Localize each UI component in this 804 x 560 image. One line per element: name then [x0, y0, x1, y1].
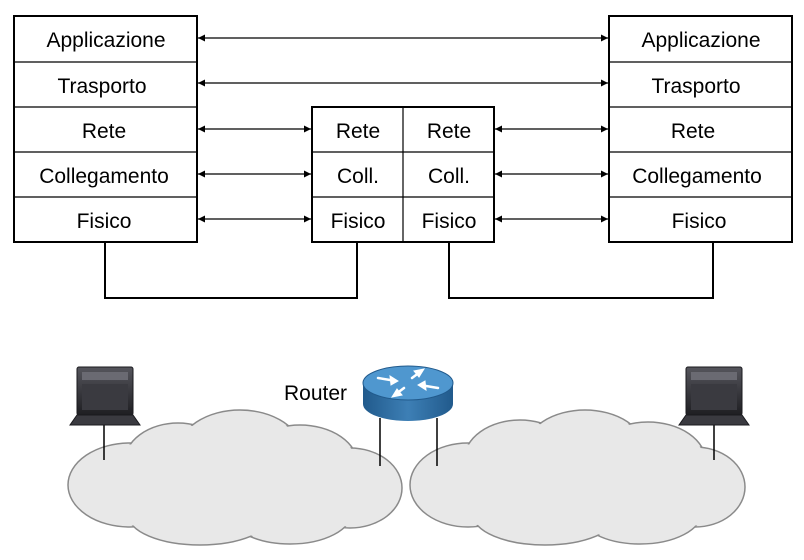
- router-left-physical: Fisico: [331, 210, 386, 233]
- left-layer-transport: Trasporto: [57, 75, 146, 98]
- left-layer-application: Applicazione: [46, 29, 165, 52]
- router-stack: Rete Coll. Fisico Rete Coll. Fisico: [311, 106, 495, 243]
- router-left-link: Coll.: [337, 165, 379, 188]
- right-layer-application: Applicazione: [641, 29, 760, 52]
- router-left-network: Rete: [336, 120, 380, 143]
- right-network-cloud: [409, 409, 746, 546]
- left-layer-physical: Fisico: [77, 210, 132, 233]
- right-layer-transport: Trasporto: [651, 75, 740, 98]
- left-layer-link: Collegamento: [39, 165, 169, 188]
- left-layer-network: Rete: [82, 120, 126, 143]
- router-icon: [362, 365, 454, 421]
- physical-link-left: [104, 242, 358, 299]
- router-label: Router: [284, 382, 347, 405]
- device-connections: [103, 418, 715, 466]
- right-layer-physical: Fisico: [672, 210, 727, 233]
- router-right-link: Coll.: [428, 165, 470, 188]
- left-network-cloud: [67, 409, 403, 546]
- right-layer-link: Collegamento: [632, 165, 762, 188]
- peer-arrows: [198, 34, 608, 223]
- router-right-physical: Fisico: [422, 210, 477, 233]
- right-host-stack: Applicazione Trasporto Rete Collegamento…: [608, 15, 793, 243]
- physical-link-right: [448, 242, 714, 299]
- left-host-stack: Applicazione Trasporto Rete Collegamento…: [13, 15, 198, 243]
- left-computer-icon: [69, 366, 141, 426]
- right-computer-icon: [678, 366, 750, 426]
- physical-links: [104, 242, 714, 299]
- right-layer-network: Rete: [671, 120, 715, 143]
- router-right-network: Rete: [427, 120, 471, 143]
